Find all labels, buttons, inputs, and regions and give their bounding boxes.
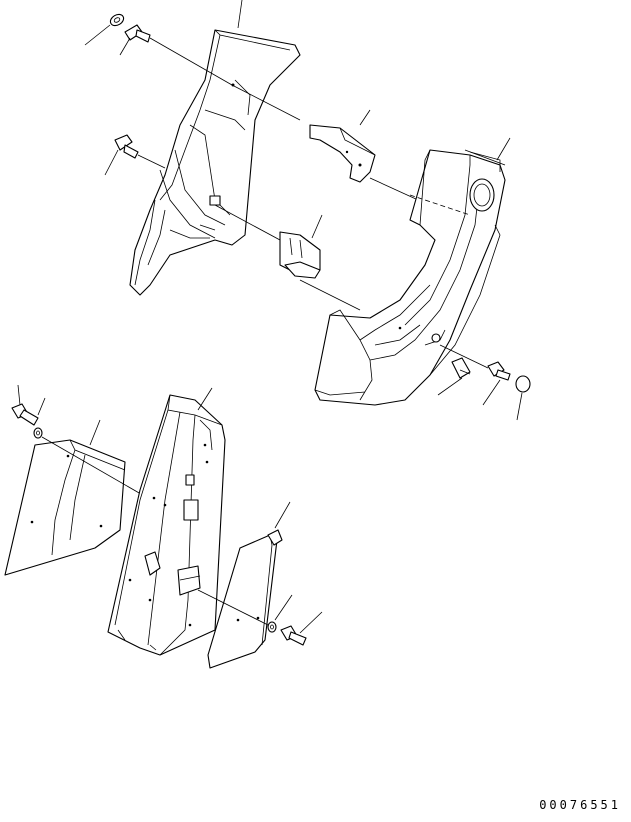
bolt	[11, 403, 39, 426]
bolt	[451, 357, 471, 379]
bolt	[114, 134, 139, 159]
bolt	[124, 24, 151, 43]
washer	[267, 621, 277, 633]
right-plate	[207, 529, 283, 669]
lower-bracket	[279, 231, 321, 279]
upper-left-cover	[129, 29, 301, 296]
left-plate	[4, 439, 126, 576]
upper-bracket	[309, 124, 376, 183]
washer	[33, 427, 43, 439]
drawing-number: 00076551	[539, 798, 621, 812]
cap	[515, 375, 531, 393]
washer	[109, 13, 125, 27]
bolt	[280, 625, 307, 646]
center-panel	[107, 394, 226, 656]
bolt	[487, 361, 511, 381]
upper-right-cover	[314, 149, 506, 406]
